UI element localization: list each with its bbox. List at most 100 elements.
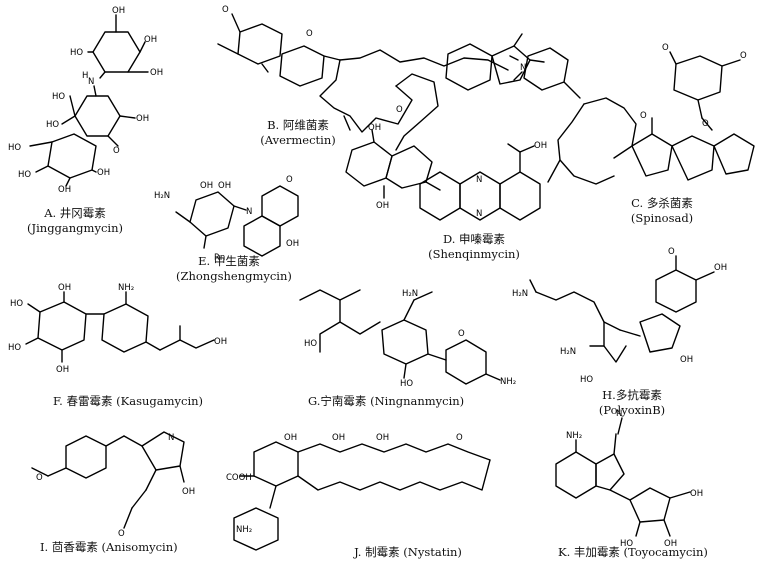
g-o-1: O bbox=[458, 329, 465, 339]
caption-d-label: D. 申嗪霉素 bbox=[442, 232, 506, 246]
b-oh-2: OH bbox=[376, 201, 389, 211]
j-oh-2: OH bbox=[332, 433, 345, 443]
caption-i-label: I. 茴香霉素 (Anisomycin) bbox=[40, 540, 178, 554]
e-oh-1: OH bbox=[200, 181, 213, 191]
a-oh-3: OH bbox=[150, 68, 163, 78]
d-n-1: N bbox=[476, 175, 482, 185]
caption-d: D. 申嗪霉素 (Shenqinmycin) bbox=[424, 232, 524, 262]
i-o-1: O bbox=[36, 473, 43, 483]
a-ho-3: HO bbox=[46, 120, 59, 130]
structure-h-polyoxinb: H₂N H₂N HO OH OH O bbox=[512, 247, 727, 385]
caption-h-label: H.多抗霉素 bbox=[602, 388, 662, 402]
caption-g: G.宁南霉素 (Ningnanmycin) bbox=[308, 394, 465, 409]
a-ho-4: HO bbox=[8, 143, 21, 153]
c-ome-1: O bbox=[662, 43, 669, 53]
g-nh2: NH₂ bbox=[500, 377, 516, 387]
caption-k-label: K. 丰加霉素 (Toyocamycin) bbox=[558, 545, 708, 559]
e-rn: Rn bbox=[214, 253, 225, 263]
k-oh-1: OH bbox=[690, 489, 703, 499]
structure-j-nystatin: COOH NH₂ OH OH OH O bbox=[226, 433, 491, 551]
caption-c-name: (Spinosad) bbox=[630, 211, 694, 225]
b-o-1: O bbox=[396, 105, 403, 115]
structure-b-avermectin: O O OH OH O bbox=[217, 5, 545, 211]
caption-e-name: (Zhongshengmycin) bbox=[176, 269, 292, 283]
f-oh-1: OH bbox=[58, 283, 71, 293]
caption-k: K. 丰加霉素 (Toyocamycin) bbox=[558, 545, 708, 560]
a-oh-4: OH bbox=[136, 114, 149, 124]
h-ho: HO bbox=[580, 375, 593, 385]
i-o-2: O bbox=[118, 529, 125, 539]
caption-b: B. 阿维菌素 (Avermectin) bbox=[250, 118, 346, 148]
g-h2n: H₂N bbox=[402, 289, 418, 299]
caption-c: C. 多杀菌素 (Spinosad) bbox=[610, 196, 714, 226]
c-o-1: O bbox=[640, 111, 647, 121]
caption-j-label: J. 制霉素 (Nystatin) bbox=[354, 545, 462, 559]
c-o-2: O bbox=[702, 119, 709, 129]
caption-g-label: G.宁南霉素 (Ningnanmycin) bbox=[308, 394, 465, 408]
caption-a-name: (Jinggangmycin) bbox=[27, 221, 123, 235]
a-n-1: N bbox=[88, 77, 94, 87]
caption-e-label: E. 中生菌素 bbox=[198, 254, 260, 268]
a-oh-1: OH bbox=[112, 6, 125, 16]
caption-b-name: (Avermectin) bbox=[260, 133, 336, 147]
h-oh-1: OH bbox=[714, 263, 727, 273]
d-oh: OH bbox=[534, 141, 547, 151]
f-ho-2: HO bbox=[8, 343, 21, 353]
structure-k-toyocamycin: NH₂ N OH HO OH bbox=[555, 409, 703, 549]
h-h2n: H₂N bbox=[512, 289, 528, 299]
d-n-2: N bbox=[476, 209, 482, 219]
j-cooh: COOH bbox=[226, 473, 252, 483]
e-h2n: H₂N bbox=[154, 191, 170, 201]
structure-c-spinosad: N O O O O bbox=[509, 43, 755, 185]
j-o-1: O bbox=[456, 433, 463, 443]
g-ho-2: HO bbox=[400, 379, 413, 389]
caption-a-label: A. 井冈霉素 bbox=[44, 206, 106, 220]
j-nh2: NH₂ bbox=[236, 525, 252, 535]
caption-f-label: F. 春雷霉素 (Kasugamycin) bbox=[52, 394, 204, 408]
caption-c-label: C. 多杀菌素 bbox=[631, 196, 693, 210]
caption-i: I. 茴香霉素 (Anisomycin) bbox=[40, 540, 178, 555]
k-oh-2: OH bbox=[664, 539, 677, 549]
e-o-1: O bbox=[286, 175, 293, 185]
caption-d-name: (Shenqinmycin) bbox=[428, 247, 520, 261]
j-oh-1: OH bbox=[284, 433, 297, 443]
i-nh: N bbox=[168, 433, 174, 443]
a-ho-1: HO bbox=[70, 48, 83, 58]
caption-h-name: (PolyoxinB) bbox=[598, 403, 666, 417]
structure-g-ningnanmycin: H₂N HO HO NH₂ O bbox=[299, 289, 516, 389]
structure-e-zhongshengmycin: H₂N OH OH Rn OH N O bbox=[154, 175, 299, 263]
caption-j: J. 制霉素 (Nystatin) bbox=[342, 545, 474, 560]
b-ome-1: O bbox=[222, 5, 229, 15]
a-oh-2: OH bbox=[144, 35, 157, 45]
k-nh2: NH₂ bbox=[566, 431, 582, 441]
b-ome-2: O bbox=[306, 29, 313, 39]
a-ho-2: HO bbox=[52, 92, 65, 102]
c-n-1: N bbox=[520, 63, 526, 73]
structure-i-anisomycin: N OH O O bbox=[31, 431, 195, 539]
structure-d-shenqinmycin: OH N N bbox=[419, 141, 547, 221]
h-o-1: O bbox=[668, 247, 675, 257]
f-oh-3: OH bbox=[214, 337, 227, 347]
f-nh2: NH₂ bbox=[118, 283, 134, 293]
e-n-1: N bbox=[246, 207, 252, 217]
caption-f: F. 春雷霉素 (Kasugamycin) bbox=[40, 394, 216, 409]
i-oh: OH bbox=[182, 487, 195, 497]
structure-f-kasugamycin: HO HO OH OH NH₂ OH bbox=[8, 283, 227, 375]
a-h-1: H bbox=[82, 71, 88, 81]
k-n: N bbox=[616, 409, 622, 419]
g-ho-1: HO bbox=[304, 339, 317, 349]
b-oh-1: OH bbox=[368, 123, 381, 133]
caption-e: E. 中生菌素 (Zhongshengmycin) bbox=[176, 254, 292, 284]
e-oh-2: OH bbox=[218, 181, 231, 191]
caption-b-label: B. 阿维菌素 bbox=[267, 118, 329, 132]
e-oh-3: OH bbox=[286, 239, 299, 249]
k-ho: HO bbox=[620, 539, 633, 549]
a-ho-5: HO bbox=[18, 170, 31, 180]
h-h2n-2: H₂N bbox=[560, 347, 576, 357]
f-ho-1: HO bbox=[10, 299, 23, 309]
a-oh-6: OH bbox=[97, 168, 110, 178]
f-oh-2: OH bbox=[56, 365, 69, 375]
a-o-1: O bbox=[113, 146, 120, 156]
c-ome-2: O bbox=[740, 51, 747, 61]
